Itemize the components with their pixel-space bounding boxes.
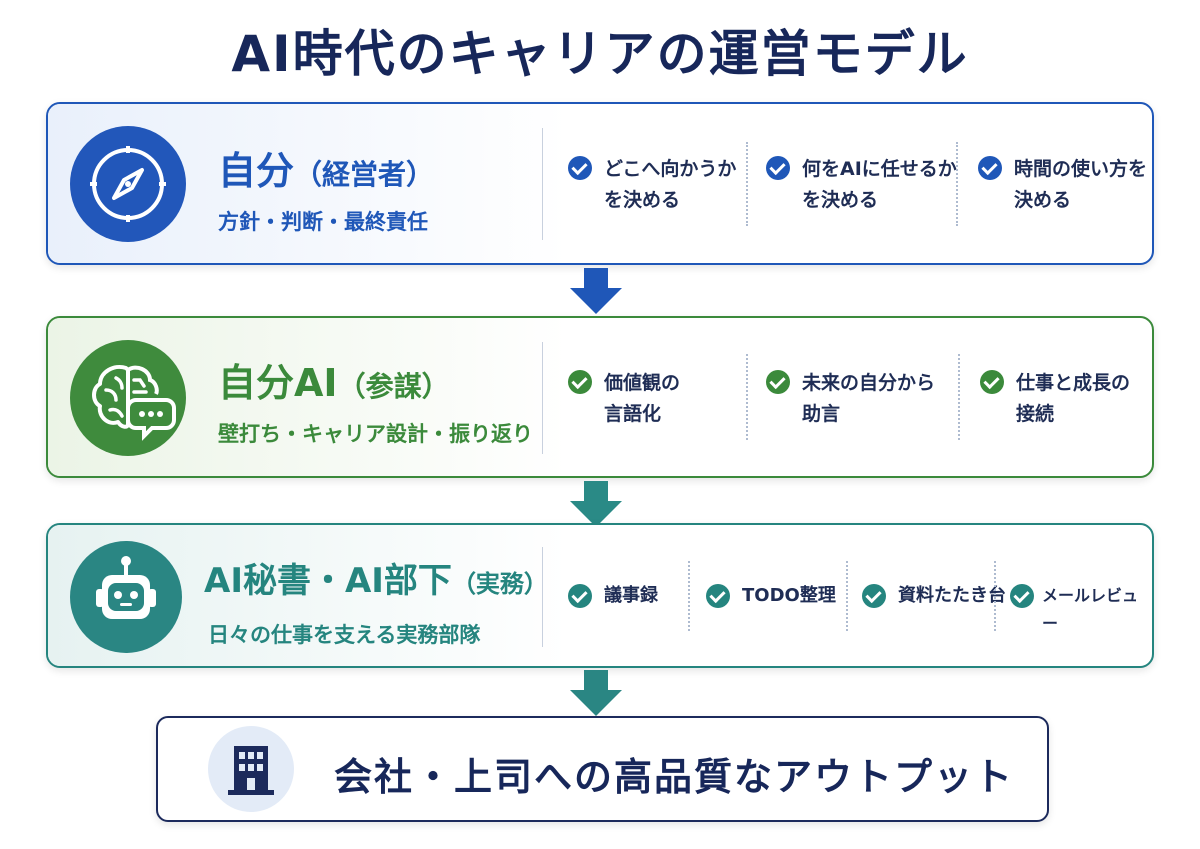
list-item: 時間の使い方を決める: [978, 154, 1147, 216]
tier-role: （実務）: [451, 570, 548, 598]
arrow-down-icon: [570, 481, 622, 527]
tier-self-ai-card: 自分AI（参謀） 壁打ち・キャリア設計・振り返り 価値観の言語化 未来の自分から…: [46, 316, 1154, 478]
arrow-down-icon: [570, 268, 622, 314]
list-item: どこへ向かうかを決める: [568, 154, 736, 216]
tier-ai-staff-card: AI秘書・AI部下（実務） 日々の仕事を支える実務部隊 議事録 TODO整理 資…: [46, 523, 1154, 668]
tier-role: （参謀）: [337, 370, 450, 403]
tier-name: 自分: [218, 149, 295, 193]
divider: [956, 142, 958, 226]
page-title: AI時代のキャリアの運営モデル: [231, 25, 969, 83]
list-item: メールレビュー: [1010, 582, 1152, 638]
divider: [746, 354, 748, 440]
list-item: 何をAIに任せるかを決める: [766, 154, 957, 216]
list-item: 未来の自分から助言: [766, 368, 935, 430]
output-card: 会社・上司への高品質なアウトプット: [156, 716, 1049, 822]
divider: [846, 561, 848, 631]
list-item: 資料たたき台: [862, 582, 1006, 610]
check-icon: [766, 156, 790, 180]
divider: [994, 561, 996, 631]
divider: [542, 342, 543, 454]
tier-description: 日々の仕事を支える実務部隊: [208, 623, 481, 647]
tier-description: 方針・判断・最終責任: [218, 210, 428, 234]
tier-description: 壁打ち・キャリア設計・振り返り: [218, 422, 533, 446]
check-icon: [980, 370, 1004, 394]
check-icon: [568, 370, 592, 394]
list-item: TODO整理: [706, 582, 836, 610]
tier-role: （経営者）: [294, 158, 435, 191]
list-item: 価値観の言語化: [568, 368, 680, 430]
check-icon: [978, 156, 1002, 180]
check-icon: [706, 584, 730, 608]
divider: [688, 561, 690, 631]
divider: [542, 547, 543, 647]
check-icon: [568, 584, 592, 608]
divider: [542, 128, 543, 240]
divider: [958, 354, 960, 440]
check-icon: [568, 156, 592, 180]
tier-name: 自分AI: [218, 361, 338, 405]
robot-icon: [70, 541, 182, 653]
compass-icon: [70, 126, 186, 242]
output-label: 会社・上司への高品質なアウトプット: [334, 755, 1015, 799]
tier-name: AI秘書・AI部下: [204, 561, 452, 601]
divider: [746, 142, 748, 226]
check-icon: [766, 370, 790, 394]
tier-self-card: 自分（経営者） 方針・判断・最終責任 どこへ向かうかを決める 何をAIに任せるか…: [46, 102, 1154, 265]
list-item: 議事録: [568, 582, 658, 610]
list-item: 仕事と成長の接続: [980, 368, 1130, 430]
building-icon: [208, 726, 294, 812]
check-icon: [1010, 584, 1034, 608]
brain-chat-icon: [70, 340, 186, 456]
arrow-down-icon: [570, 670, 622, 716]
check-icon: [862, 584, 886, 608]
